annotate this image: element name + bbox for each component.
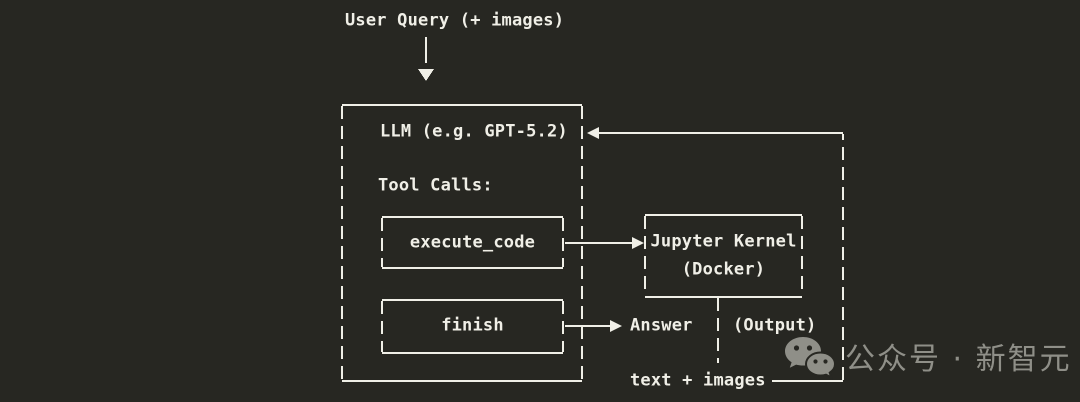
user-query-arrow xyxy=(418,37,434,81)
finish-to-answer-arrow xyxy=(565,320,622,332)
execute-code-box xyxy=(381,216,564,269)
answer-label: Answer xyxy=(630,315,693,336)
feedback-loop xyxy=(587,127,844,382)
jupyter-kernel-box xyxy=(644,214,803,298)
feedback-label: text + images xyxy=(630,370,766,391)
finish-label: finish xyxy=(441,315,504,336)
finish-box xyxy=(381,299,564,354)
execute-code-label: execute_code xyxy=(409,232,536,253)
llm-box xyxy=(341,104,583,382)
wechat-icon xyxy=(785,337,835,380)
jupyter-kernel-subtitle: (Docker) xyxy=(681,259,766,280)
jupyter-kernel-title: Jupyter Kernel xyxy=(650,231,797,252)
user-query-label: User Query (+ images) xyxy=(345,10,565,31)
watermark-text: 公众号 · 新智元 xyxy=(845,342,1072,377)
tool-calls-heading: Tool Calls: xyxy=(378,175,493,196)
output-label: (Output) xyxy=(733,315,817,336)
llm-title: LLM (e.g. GPT-5.2) xyxy=(380,121,568,142)
execute-to-jupyter-arrow xyxy=(565,237,644,249)
